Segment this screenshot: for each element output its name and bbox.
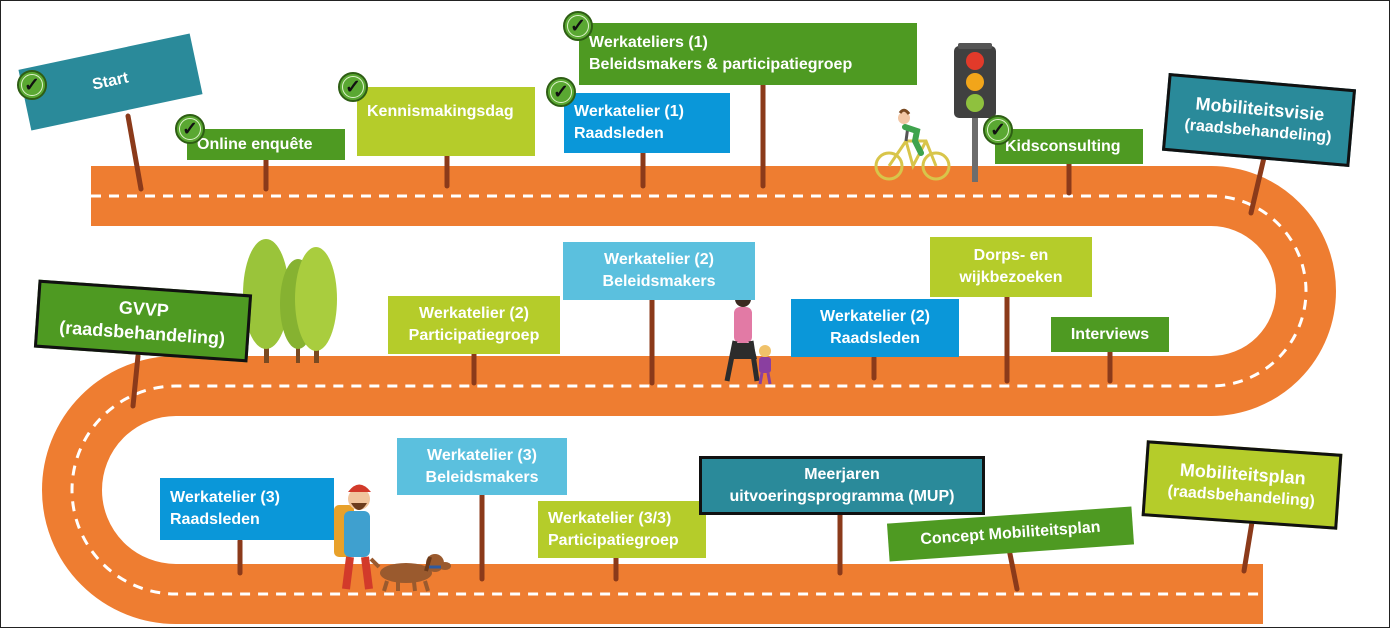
sign-mobiliteitsplan: Mobiliteitsplan (raadsbehandeling): [1141, 440, 1343, 530]
check-icon: ✓: [338, 72, 368, 102]
sign-mobiliteitsvisie: Mobiliteitsvisie (raadsbehandeling): [1161, 72, 1357, 168]
check-icon: ✓: [17, 70, 47, 100]
sign-werkatelier-2-raadsleden-line2: Raadsleden: [830, 330, 920, 347]
sign-werkatelier-2-participatiegroep: Werkatelier (2) Participatiegroep: [388, 296, 560, 354]
sign-dorps-wijkbezoeken-line1: Dorps- en: [973, 247, 1049, 265]
traffic-light-icon: [954, 43, 996, 182]
sign-werkateliers-1: Werkateliers (1) Beleidsmakers & partici…: [579, 23, 917, 85]
sign-online-enquete-label: Online enquête: [197, 135, 313, 153]
sign-werkatelier-33-participatiegroep: Werkatelier (3/3) Participatiegroep: [538, 501, 706, 558]
sign-kidsconsulting: Kidsconsulting: [995, 129, 1143, 164]
sign-gvvp-line2: (raadsbehandeling): [58, 317, 226, 349]
tree-icon: [243, 239, 337, 363]
sign-start-label: Start: [90, 69, 131, 94]
check-icon: ✓: [546, 77, 576, 107]
sign-mup-line1: Meerjaren: [804, 465, 880, 483]
sign-werkatelier-3-beleidsmakers: Werkatelier (3) Beleidsmakers: [397, 438, 567, 495]
sign-kidsconsulting-label: Kidsconsulting: [1005, 137, 1121, 155]
sign-werkatelier-33-participatiegroep-line1: Werkatelier (3/3): [548, 509, 672, 527]
sign-werkatelier-3-raadsleden-line2: Raadsleden: [170, 511, 260, 528]
sign-werkatelier-3-beleidsmakers-line1: Werkatelier (3): [427, 446, 537, 464]
sign-werkatelier-1-raadsleden-line2: Raadsleden: [574, 125, 664, 142]
sign-werkatelier-3-beleidsmakers-line2: Beleidsmakers: [425, 468, 539, 486]
check-icon: ✓: [563, 11, 593, 41]
sign-werkatelier-1-raadsleden-line1: Werkatelier (1): [574, 103, 684, 121]
sign-werkatelier-2-beleidsmakers-line1: Werkatelier (2): [604, 251, 714, 269]
sign-werkateliers-1-line2: Beleidsmakers & participatiegroep: [589, 56, 853, 73]
road-centerline: [70, 194, 1308, 596]
sign-dorps-wijkbezoeken-line2: wijkbezoeken: [959, 269, 1063, 286]
sign-gvvp-line1: GVVP: [118, 297, 170, 321]
cyclist-icon: [874, 108, 951, 181]
sign-werkatelier-2-beleidsmakers: Werkatelier (2) Beleidsmakers: [563, 242, 755, 300]
sign-werkatelier-2-raadsleden: Werkatelier (2) Raadsleden: [791, 299, 959, 357]
sign-kennismakingsdag-label: Kennismakingsdag: [367, 103, 514, 120]
sign-werkatelier-3-raadsleden: Werkatelier (3) Raadsleden: [160, 478, 334, 540]
sign-concept-mobiliteitsplan-label: Concept Mobiliteitsplan: [919, 518, 1102, 549]
sign-werkatelier-33-participatiegroep-line2: Participatiegroep: [548, 531, 679, 549]
check-icon: ✓: [983, 115, 1013, 145]
sign-dorps-wijkbezoeken: Dorps- en wijkbezoeken: [930, 237, 1092, 297]
sign-werkatelier-2-participatiegroep-line1: Werkatelier (2): [419, 305, 529, 323]
hiker-icon: [334, 484, 373, 590]
sign-interviews: Interviews: [1051, 317, 1169, 352]
check-icon: ✓: [175, 114, 205, 144]
dog-icon: [369, 554, 451, 592]
sign-werkatelier-1-raadsleden: Werkatelier (1) Raadsleden: [564, 93, 730, 153]
sign-online-enquete: Online enquête: [187, 129, 345, 160]
sign-werkateliers-1-line1: Werkateliers (1): [589, 34, 708, 52]
sign-werkatelier-3-raadsleden-line1: Werkatelier (3): [170, 489, 280, 507]
sign-interviews-label: Interviews: [1070, 325, 1150, 343]
sign-mup: Meerjaren uitvoeringsprogramma (MUP): [699, 456, 985, 515]
sign-kennismakingsdag: Kennismakingsdag: [357, 87, 535, 156]
sign-mup-line2: uitvoeringsprogramma (MUP): [729, 487, 955, 505]
sign-werkatelier-2-participatiegroep-line2: Participatiegroep: [408, 327, 540, 344]
sign-werkatelier-2-raadsleden-line1: Werkatelier (2): [820, 308, 930, 326]
sign-posts: [125, 80, 1269, 592]
sign-werkatelier-2-beleidsmakers-line2: Beleidsmakers: [602, 273, 716, 290]
